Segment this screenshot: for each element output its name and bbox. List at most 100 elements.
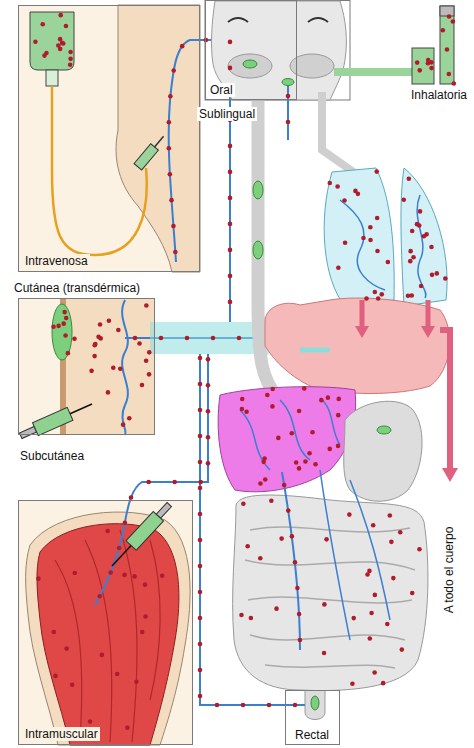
illustration-shape bbox=[206, 409, 211, 414]
vessel bbox=[200, 354, 305, 705]
illustration-shape bbox=[347, 512, 352, 517]
illustration-shape bbox=[295, 586, 300, 591]
illustration-shape bbox=[118, 366, 123, 371]
muscle-fibres bbox=[55, 530, 160, 742]
illustration-shape bbox=[368, 238, 373, 243]
illustration-shape bbox=[206, 435, 211, 440]
illustration-shape bbox=[167, 120, 172, 125]
illustration-shape bbox=[198, 590, 203, 595]
illustration-shape bbox=[417, 68, 422, 73]
illustration-shape bbox=[361, 236, 366, 241]
drip-chamber bbox=[46, 70, 58, 86]
stomach bbox=[344, 401, 422, 501]
illustration-shape bbox=[353, 189, 358, 194]
illustration-shape bbox=[198, 512, 203, 517]
illustration-shape bbox=[408, 249, 413, 254]
panel-ground bbox=[18, 500, 193, 745]
illustration-shape bbox=[215, 703, 220, 708]
illustration-shape bbox=[62, 310, 67, 315]
illustration-shape bbox=[440, 28, 445, 33]
illustration-shape bbox=[351, 616, 356, 621]
illustration-shape bbox=[147, 350, 152, 355]
illustration-shape bbox=[319, 398, 324, 403]
illustration-shape bbox=[167, 146, 172, 151]
eyes bbox=[228, 18, 328, 22]
illustration-shape bbox=[324, 537, 329, 542]
illustration-shape bbox=[274, 606, 279, 611]
illustration-shape bbox=[105, 529, 110, 534]
illustration-shape bbox=[98, 322, 103, 327]
heart-flow bbox=[300, 348, 330, 353]
illustration-shape bbox=[313, 462, 318, 467]
illustration-shape bbox=[263, 477, 268, 482]
intestine-folds bbox=[245, 527, 415, 668]
illustration-shape bbox=[415, 60, 420, 65]
illustration-shape bbox=[302, 386, 307, 391]
route-sublabel: Sublingual bbox=[197, 107, 257, 121]
rectum bbox=[305, 690, 325, 720]
illustration-shape bbox=[198, 538, 203, 543]
suppository bbox=[311, 696, 319, 710]
illustration-shape bbox=[245, 544, 250, 549]
illustration-shape bbox=[244, 409, 249, 414]
illustration-shape bbox=[307, 451, 312, 456]
illustration-shape bbox=[198, 480, 203, 485]
illustration-shape bbox=[198, 486, 203, 491]
illustration-shape bbox=[327, 447, 332, 452]
iv-bag bbox=[30, 12, 74, 70]
illustration-shape bbox=[290, 431, 295, 436]
illustration-shape bbox=[44, 51, 49, 56]
illustration-shape bbox=[96, 335, 101, 340]
illustration-shape bbox=[447, 72, 452, 77]
illustration-shape bbox=[160, 573, 165, 578]
inhaler-body bbox=[412, 48, 434, 84]
illustration-shape bbox=[70, 404, 92, 414]
illustration-shape bbox=[400, 647, 405, 652]
illustration-shape bbox=[237, 336, 242, 341]
tablet bbox=[377, 426, 391, 434]
illustration-shape bbox=[134, 144, 158, 170]
inhaler-tube bbox=[334, 68, 418, 76]
illustration-shape bbox=[117, 546, 122, 551]
illustration-shape bbox=[112, 546, 131, 566]
illustration-shape bbox=[58, 37, 63, 42]
illustration-shape bbox=[451, 19, 456, 24]
illustration-shape bbox=[206, 357, 211, 362]
patch bbox=[52, 304, 72, 360]
illustration-shape bbox=[169, 198, 174, 203]
route-label: Intravenosa bbox=[23, 254, 90, 268]
illustration-shape bbox=[426, 61, 431, 66]
panel-ground bbox=[18, 298, 155, 435]
illustration-shape bbox=[228, 222, 233, 227]
arrowhead bbox=[442, 468, 458, 482]
illustration-shape bbox=[276, 436, 281, 441]
illustration-shape bbox=[258, 556, 263, 561]
illustration-shape bbox=[408, 259, 413, 264]
lung bbox=[324, 168, 394, 306]
illustration-shape bbox=[350, 681, 355, 686]
illustration-shape bbox=[391, 576, 396, 581]
illustration-shape bbox=[61, 321, 66, 326]
illustration-shape bbox=[297, 466, 302, 471]
flow-label: A todo el cuerpo bbox=[442, 525, 456, 616]
illustration-shape bbox=[198, 668, 203, 673]
head-panel bbox=[205, 1, 350, 101]
illustration-shape bbox=[198, 460, 203, 465]
illustration-shape bbox=[372, 670, 377, 675]
illustration-shape bbox=[322, 602, 327, 607]
illustration-shape bbox=[168, 94, 173, 99]
illustration-shape bbox=[375, 216, 380, 221]
illustration-shape bbox=[290, 534, 295, 539]
illustration-shape bbox=[335, 184, 340, 189]
illustration-shape bbox=[228, 274, 233, 279]
illustration-shape bbox=[398, 530, 403, 535]
route-panel: OralSublingual bbox=[205, 0, 297, 100]
route-panel: Rectal bbox=[285, 690, 340, 745]
illustration-shape bbox=[68, 50, 73, 55]
illustration-shape bbox=[147, 372, 152, 377]
illustration-shape bbox=[133, 336, 138, 341]
illustration-shape bbox=[228, 66, 233, 71]
route-label: Intramuscular bbox=[23, 727, 100, 741]
illustration-shape bbox=[364, 296, 369, 301]
